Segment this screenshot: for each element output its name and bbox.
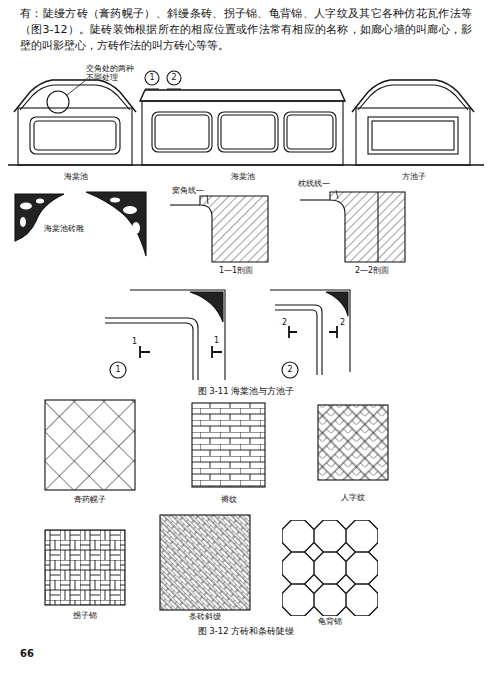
gable-wall: 方池子 [352, 78, 476, 166]
figure-caption: 图 3-11 海棠池与方池子 [198, 386, 295, 396]
part-name: 海棠池砖雕 [44, 224, 84, 234]
callout-note: 交角处的两种不同处理 [86, 64, 140, 82]
brick-pattern: 人字纹 [318, 405, 388, 480]
pattern-name: 方池子 [402, 172, 426, 182]
brick-pattern: 褥纹 [192, 403, 265, 487]
pattern-name: 条砖斜缦 [189, 612, 221, 622]
section-name: 2—2剖面 [355, 266, 389, 276]
brick-pattern: 条砖斜缦 [160, 515, 250, 610]
callout-number: 2 [171, 73, 176, 83]
pattern-name: 人字纹 [341, 493, 365, 503]
page-number: 66 [20, 648, 34, 660]
callout-number: 1 [149, 73, 154, 83]
gable-wall: 海棠池 [14, 78, 138, 166]
brick-pattern: 龟背锦 [282, 520, 378, 616]
callout-number: 2 [287, 365, 292, 375]
screen-wall: 海棠池 [140, 88, 345, 166]
pattern-name: 拐子锦 [73, 611, 97, 621]
pattern-name: 龟背锦 [318, 617, 342, 627]
pattern-name: 海棠池 [64, 172, 88, 182]
callout-number: 1 [115, 365, 120, 375]
section-marker: 1 [214, 336, 219, 346]
pattern-name: 膏药幌子 [74, 495, 106, 505]
section-marker: 2 [282, 318, 287, 328]
body-text: 有：陡缦方砖（膏药幌子）、斜缦条砖、拐子锦、龟背锦、人字纹及其它各种仿花瓦作法等… [20, 6, 472, 54]
brick-pattern: 拐子锦 [45, 530, 125, 605]
section-marker: 1 [132, 337, 137, 347]
part-name: 窝角线— [172, 186, 204, 196]
figure-caption: 图 3-12 方砖和条砖陡缦 [198, 626, 295, 636]
pattern-name: 褥纹 [221, 495, 237, 505]
brick-pattern: 膏药幌子 [45, 400, 135, 490]
section-name: 1—1剖面 [219, 266, 253, 276]
part-name: 枕线线— [298, 179, 330, 189]
pattern-name: 海棠池 [231, 172, 255, 182]
section-marker: 2 [340, 318, 345, 328]
